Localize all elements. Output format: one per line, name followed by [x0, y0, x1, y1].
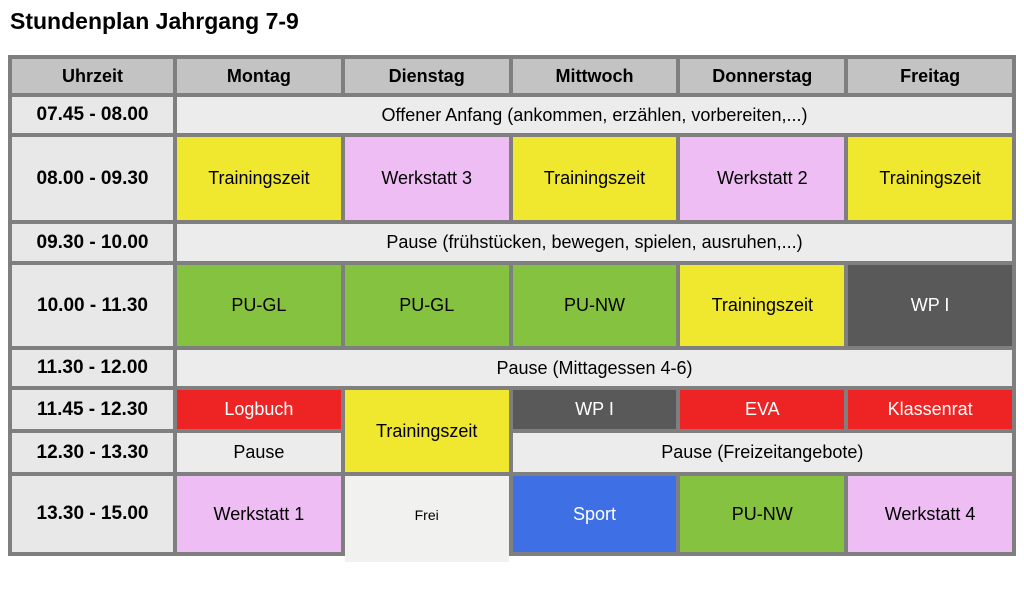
slot-dienstag-trainingszeit: Trainingszeit	[340, 386, 513, 476]
slot-montag-logbuch: Logbuch	[173, 386, 345, 433]
slot-montag-pause: Pause	[173, 429, 345, 476]
header-row: Uhrzeit Montag Dienstag Mittwoch Donners…	[8, 55, 1016, 97]
time-1130-1200: 11.30 - 12.00	[8, 346, 177, 390]
slot-donnerstag-trainingszeit: Trainingszeit	[676, 261, 849, 350]
time-0800-0930: 08.00 - 09.30	[8, 133, 177, 224]
slot-freitag-wp1: WP I	[844, 261, 1016, 350]
table-row: 11.45 - 12.30 Logbuch Trainingszeit WP I…	[8, 386, 1016, 476]
slot-dienstag-pu-gl: PU-GL	[340, 261, 513, 350]
time-1145-1230: 11.45 - 12.30	[8, 386, 177, 433]
slot-donnerstag-werkstatt-2: Werkstatt 2	[676, 133, 849, 224]
header-montag: Montag	[173, 55, 345, 97]
slot-mittwoch-pu-nw: PU-NW	[508, 261, 681, 350]
table-row: 09.30 - 10.00 Pause (frühstücken, bewege…	[8, 220, 1016, 265]
header-freitag: Freitag	[844, 55, 1016, 97]
slot-mittwoch-wp1: WP I	[508, 386, 681, 433]
slot-montag-trainingszeit: Trainingszeit	[173, 133, 345, 224]
slot-freitag-klassenrat: Klassenrat	[844, 386, 1016, 433]
slot-donnerstag-pu-nw: PU-NW	[676, 472, 849, 556]
time-1330-1500: 13.30 - 15.00	[8, 472, 177, 556]
slot-pause-freizeitangebote: Pause (Freizeitangebote)	[508, 429, 1017, 476]
page-title: Stundenplan Jahrgang 7-9	[10, 8, 299, 34]
table-row: 10.00 - 11.30 PU-GL PU-GL PU-NW Training…	[8, 261, 1016, 350]
time-0745-0800: 07.45 - 08.00	[8, 93, 177, 137]
table-row: 13.30 - 15.00 Werkstatt 1 Frei Sport PU-…	[8, 472, 1016, 564]
slot-montag-werkstatt-1: Werkstatt 1	[173, 472, 345, 556]
time-1230-1330: 12.30 - 13.30	[8, 429, 177, 476]
timetable: Uhrzeit Montag Dienstag Mittwoch Donners…	[8, 55, 1017, 564]
table-row: 12.30 - 13.30 Pause Pause (Freizeitangeb…	[8, 429, 1017, 476]
slot-freitag-trainingszeit: Trainingszeit	[844, 133, 1016, 224]
table-row: 07.45 - 08.00 Offener Anfang (ankommen, …	[8, 93, 1016, 137]
slot-donnerstag-eva: EVA	[676, 386, 849, 433]
table-row: 11.30 - 12.00 Pause (Mittagessen 4-6)	[8, 346, 1016, 390]
slot-montag-pu-gl: PU-GL	[173, 261, 345, 350]
slot-pause-fruehstuecken: Pause (frühstücken, bewegen, spielen, au…	[173, 220, 1016, 265]
slot-dienstag-frei: Frei	[340, 472, 513, 564]
slot-mittwoch-trainingszeit: Trainingszeit	[508, 133, 681, 224]
slot-mittwoch-sport: Sport	[508, 472, 681, 556]
table-row: 08.00 - 09.30 Trainingszeit Werkstatt 3 …	[8, 133, 1016, 224]
slot-pause-mittagessen: Pause (Mittagessen 4-6)	[173, 346, 1016, 390]
header-donnerstag: Donnerstag	[676, 55, 849, 97]
slot-offener-anfang: Offener Anfang (ankommen, erzählen, vorb…	[173, 93, 1016, 137]
header-mittwoch: Mittwoch	[508, 55, 681, 97]
time-1000-1130: 10.00 - 11.30	[8, 261, 177, 350]
header-dienstag: Dienstag	[340, 55, 513, 97]
slot-dienstag-werkstatt-3: Werkstatt 3	[340, 133, 513, 224]
header-uhrzeit: Uhrzeit	[8, 55, 177, 97]
slot-freitag-werkstatt-4: Werkstatt 4	[844, 472, 1016, 556]
time-0930-1000: 09.30 - 10.00	[8, 220, 177, 265]
